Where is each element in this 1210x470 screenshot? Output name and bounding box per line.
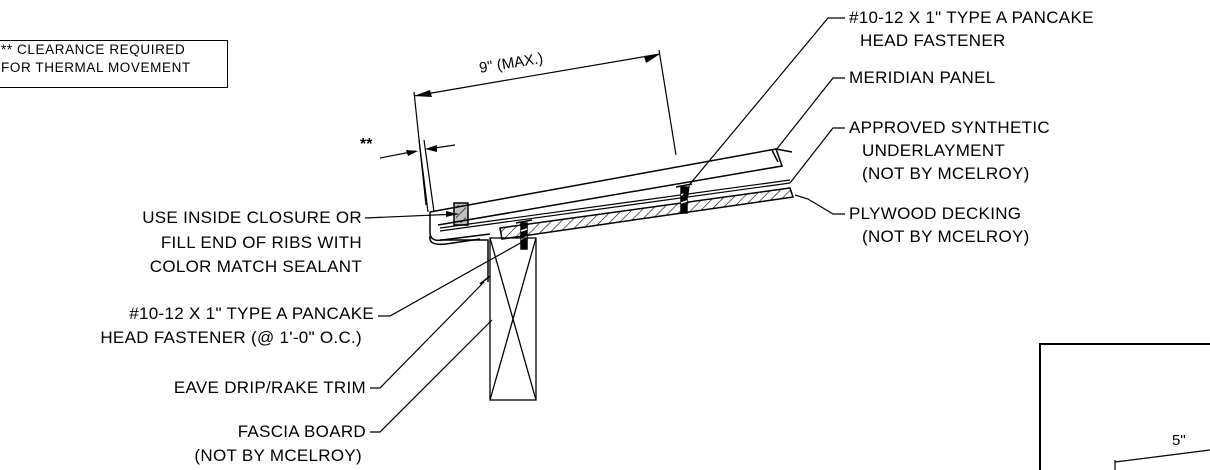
note-line-2: FOR THERMAL MOVEMENT <box>1 60 191 75</box>
underlayment <box>439 179 791 232</box>
fastener-lower <box>515 219 533 250</box>
label-meridian-panel: MERIDIAN PANEL <box>849 68 996 87</box>
label-plywood-2: (NOT BY MCELROY) <box>862 227 1030 246</box>
inset-dimension: 5" <box>1172 432 1186 449</box>
label-underlayment-2: UNDERLAYMENT <box>862 141 1006 160</box>
label-closure-3: COLOR MATCH SEALANT <box>149 257 362 276</box>
label-plywood-1: PLYWOOD DECKING <box>849 204 1022 223</box>
label-underlayment-1: APPROVED SYNTHETIC <box>849 118 1050 137</box>
dimension-lines <box>379 49 677 213</box>
clearance-note-box: ** CLEARANCE REQUIRED FOR THERMAL MOVEME… <box>0 40 228 88</box>
note-line-1: ** CLEARANCE REQUIRED <box>1 42 186 57</box>
label-eave-trim: EAVE DRIP/RAKE TRIM <box>173 378 366 397</box>
label-fastener-1: #10-12 X 1" TYPE A PANCAKE <box>129 304 374 323</box>
leader-lines <box>364 17 845 433</box>
label-fascia-2: (NOT BY MCELROY) <box>194 446 362 465</box>
label-underlayment-3: (NOT BY MCELROY) <box>862 164 1030 183</box>
clearance-mark: ** <box>360 136 373 153</box>
eave-drip-trim <box>440 239 491 285</box>
label-fastener-2: HEAD FASTENER (@ 1'-0" O.C.) <box>100 328 362 347</box>
inset-detail-frame <box>1039 343 1210 470</box>
label-closure-1: USE INSIDE CLOSURE OR <box>142 208 362 227</box>
plywood-decking <box>499 187 794 240</box>
label-closure-2: FILL END OF RIBS WITH <box>160 233 362 252</box>
label-fastener-top-1: #10-12 X 1" TYPE A PANCAKE <box>849 8 1094 27</box>
fascia-board <box>489 237 537 401</box>
label-fascia-1: FASCIA BOARD <box>237 422 366 441</box>
label-fastener-top-2: HEAD FASTENER <box>860 31 1006 50</box>
